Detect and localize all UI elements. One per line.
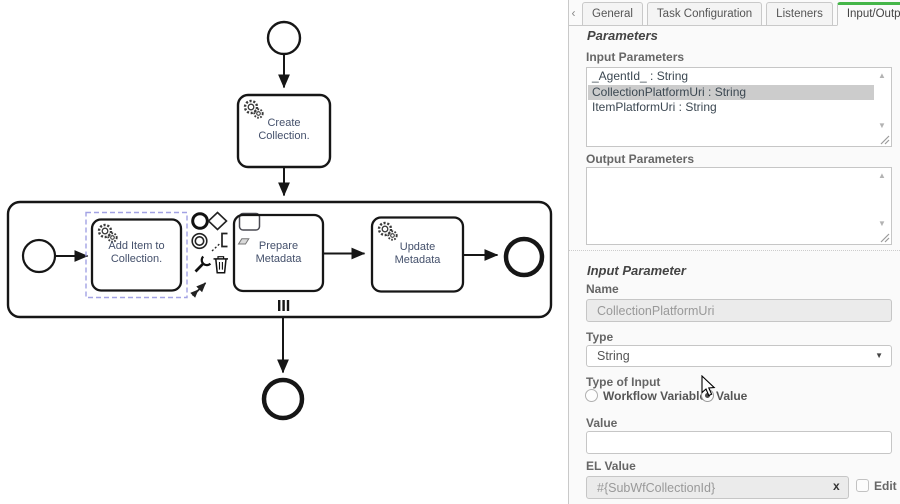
edit-checkbox[interactable]: [856, 479, 869, 492]
task-create-collection[interactable]: [236, 93, 332, 169]
tab-bar: ‹ General Task Configuration Listeners I…: [569, 0, 900, 26]
el-value-label: EL Value: [586, 459, 636, 473]
radio-value[interactable]: [701, 389, 714, 402]
resize-grip-icon[interactable]: [880, 135, 890, 145]
output-parameters-label: Output Parameters: [586, 152, 695, 166]
bpmn-canvas[interactable]: Create Collection. Add Item to Collectio…: [0, 0, 568, 504]
start-event-top[interactable]: [266, 20, 302, 56]
name-label: Name: [586, 282, 619, 296]
append-gateway-icon[interactable]: [207, 211, 228, 231]
name-field[interactable]: [586, 299, 892, 322]
service-task-gear-icon: [97, 223, 118, 243]
list-item[interactable]: _AgentId_ : String: [592, 69, 689, 83]
properties-panel: ‹ General Task Configuration Listeners I…: [568, 0, 900, 504]
subprocess-container[interactable]: [6, 200, 553, 319]
connect-tool-icon[interactable]: [190, 282, 207, 298]
type-label: Type: [586, 330, 614, 344]
append-intermediate-event-icon[interactable]: [191, 232, 208, 250]
input-parameter-heading: Input Parameter: [587, 263, 686, 278]
context-pad: [190, 211, 261, 298]
tab-general[interactable]: General: [582, 2, 643, 26]
tab-listeners[interactable]: Listeners: [766, 2, 833, 26]
append-task-icon[interactable]: [238, 212, 261, 231]
value-field[interactable]: [586, 431, 892, 454]
selection-outline: [85, 211, 188, 299]
append-end-event-icon[interactable]: [191, 212, 209, 230]
list-item-selected[interactable]: CollectionPlatformUri : String: [588, 84, 874, 100]
task-prepare-metadata[interactable]: [232, 213, 325, 293]
wrench-change-type-icon[interactable]: [194, 255, 212, 273]
radio-workflow-variable[interactable]: [585, 389, 598, 402]
dropdown-arrow-icon: ▼: [875, 351, 883, 360]
input-parameters-label: Input Parameters: [586, 50, 685, 64]
multi-instance-marker-icon: [278, 300, 290, 311]
scrollbar-up-icon[interactable]: ▲: [878, 171, 886, 180]
el-value-field[interactable]: [586, 476, 849, 499]
service-task-gear-icon: [243, 99, 264, 119]
append-text-annotation-icon[interactable]: [211, 232, 228, 252]
type-select[interactable]: String ▼: [586, 345, 892, 367]
list-item[interactable]: ItemPlatformUri : String: [592, 100, 717, 114]
output-parameters-listbox[interactable]: ▲ ▼: [586, 167, 892, 245]
parameters-heading: Parameters: [587, 28, 658, 43]
section-divider: [569, 250, 900, 251]
input-parameters-listbox[interactable]: _AgentId_ : String CollectionPlatformUri…: [586, 67, 892, 147]
start-event-subprocess[interactable]: [21, 238, 57, 274]
scrollbar-up-icon[interactable]: ▲: [878, 71, 886, 80]
end-event-bottom[interactable]: [261, 377, 305, 421]
radio-value-label[interactable]: Value: [716, 389, 748, 403]
bpmn-diagram: [6, 20, 553, 421]
resize-grip-icon[interactable]: [880, 233, 890, 243]
type-of-input-label: Type of Input: [586, 375, 661, 389]
scrollbar-down-icon[interactable]: ▼: [878, 219, 886, 228]
edit-checkbox-label[interactable]: Edit: [874, 479, 897, 493]
scrollbar-down-icon[interactable]: ▼: [878, 121, 886, 130]
clear-el-value-icon[interactable]: x: [833, 479, 840, 493]
task-update-metadata[interactable]: [370, 216, 465, 293]
tab-task-configuration[interactable]: Task Configuration: [646, 2, 763, 26]
value-label: Value: [586, 416, 618, 430]
tab-scroll-left-icon[interactable]: ‹: [571, 6, 576, 20]
end-event-subprocess[interactable]: [503, 236, 545, 278]
task-add-item-to-collection[interactable]: [90, 218, 183, 292]
radio-workflow-variable-label[interactable]: Workflow Variable: [603, 389, 707, 403]
append-marker-icon[interactable]: [237, 238, 250, 245]
trash-delete-icon[interactable]: [213, 256, 229, 274]
service-task-gear-icon: [377, 221, 398, 241]
tab-input-output[interactable]: Input/Output: [836, 2, 900, 26]
